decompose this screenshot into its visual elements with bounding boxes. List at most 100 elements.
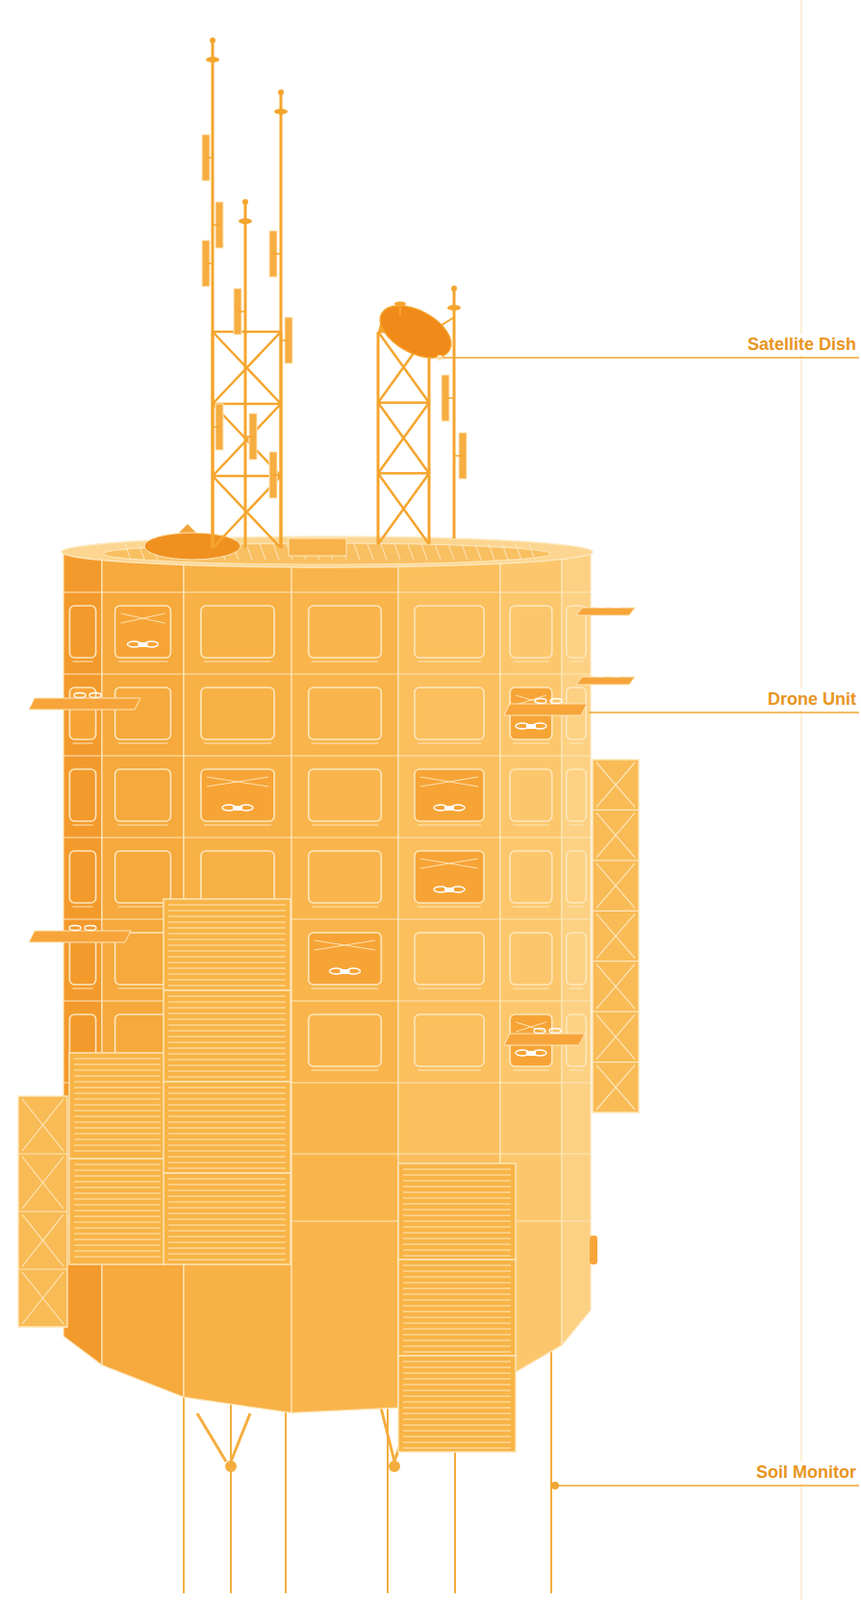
louver-slat (168, 1048, 286, 1050)
louver-slat (168, 905, 286, 907)
louver-slat (168, 1077, 286, 1079)
scaffold-brace (18, 1272, 68, 1328)
tower-roof (61, 37, 593, 568)
window (414, 687, 484, 740)
louver-slat (168, 1031, 286, 1033)
antenna-arm (205, 262, 213, 265)
louver-slat (168, 1168, 286, 1170)
louver-slat (403, 1187, 511, 1189)
leader-line (588, 711, 860, 714)
wall-panel (561, 552, 591, 1346)
roof-rail (461, 544, 468, 560)
window (115, 769, 172, 822)
antenna-arm (454, 455, 463, 457)
sill (569, 743, 583, 745)
sill (118, 988, 169, 990)
louver-slat (403, 1402, 511, 1404)
bay-truss (420, 777, 479, 787)
louver-slat (74, 1134, 161, 1136)
louver-slat (168, 1134, 286, 1136)
drone (74, 693, 86, 699)
louver-slat (168, 1105, 286, 1107)
window (509, 769, 553, 822)
sill (311, 988, 379, 990)
window (308, 851, 381, 904)
louver-slat (168, 1208, 286, 1210)
antenna-mast (453, 288, 456, 539)
louver-slat (168, 916, 286, 918)
louver-slat (403, 1306, 511, 1308)
louver-slat (74, 1070, 161, 1072)
louver-slat (74, 1111, 161, 1113)
sill (118, 907, 169, 909)
louver-slat (168, 968, 286, 970)
louver-slat (74, 1164, 161, 1166)
scaffold-brace (592, 863, 639, 912)
scaffold-brace (18, 1099, 68, 1155)
leader-line (555, 1485, 860, 1488)
louver-slat (74, 1193, 161, 1195)
louver-slat (403, 1431, 511, 1433)
sill (417, 825, 482, 827)
louver-slat (168, 1185, 286, 1187)
louver-slat (168, 980, 286, 982)
drone (232, 806, 243, 811)
sill (311, 825, 379, 827)
wall-panel (291, 562, 399, 1414)
sill (512, 907, 550, 909)
louver-slat (74, 1216, 161, 1218)
louver-slat (403, 1300, 511, 1302)
louver-slat (74, 1251, 161, 1253)
louver-slat (403, 1323, 511, 1325)
roof-rail (502, 544, 508, 560)
louver-slat (168, 1157, 286, 1159)
bay-truss (515, 1022, 547, 1033)
strut (230, 1414, 251, 1463)
louver-slat (403, 1317, 511, 1319)
roof-rail (421, 544, 428, 560)
louver-slat (403, 1210, 511, 1212)
louver-slat (403, 1391, 511, 1393)
drone (84, 926, 97, 932)
window (308, 687, 381, 740)
louver-slat (403, 1271, 511, 1273)
louver-slat (168, 945, 286, 947)
band-line (63, 836, 591, 838)
antenna-mast (244, 202, 248, 549)
louver-panel (163, 1173, 291, 1266)
roof-rail (354, 544, 360, 560)
drone-bay (115, 606, 172, 659)
drone (89, 693, 102, 699)
louver-slat (74, 1176, 161, 1178)
lattice (378, 403, 430, 475)
drone (549, 1029, 561, 1035)
louver-slat (74, 1088, 161, 1089)
scaffold-brace (592, 812, 639, 861)
louver-slat (74, 1145, 161, 1147)
drone-platform (504, 704, 587, 716)
bay-truss (420, 859, 479, 869)
strut (379, 1404, 395, 1463)
soil-probe (550, 1344, 553, 1595)
antenna-arm (212, 426, 220, 429)
roof-rail (125, 544, 131, 560)
lattice (428, 331, 431, 545)
callout-label: Satellite Dish (746, 333, 858, 355)
louver-slat (168, 1202, 286, 1204)
roof-rail (488, 544, 495, 560)
mast-tip (278, 89, 284, 96)
sill (569, 988, 583, 990)
louver-slat (74, 1199, 161, 1201)
sill (569, 825, 583, 827)
band-line (63, 1000, 591, 1002)
sill (311, 907, 379, 909)
sill (512, 743, 550, 745)
drone (526, 1051, 536, 1057)
mast-tip (451, 285, 457, 292)
louver-slat (403, 1175, 511, 1177)
window (566, 933, 586, 986)
antenna-arm (205, 156, 213, 159)
louver-slat (403, 1244, 511, 1246)
drone-platform (28, 698, 141, 710)
louver-slat (403, 1367, 511, 1369)
